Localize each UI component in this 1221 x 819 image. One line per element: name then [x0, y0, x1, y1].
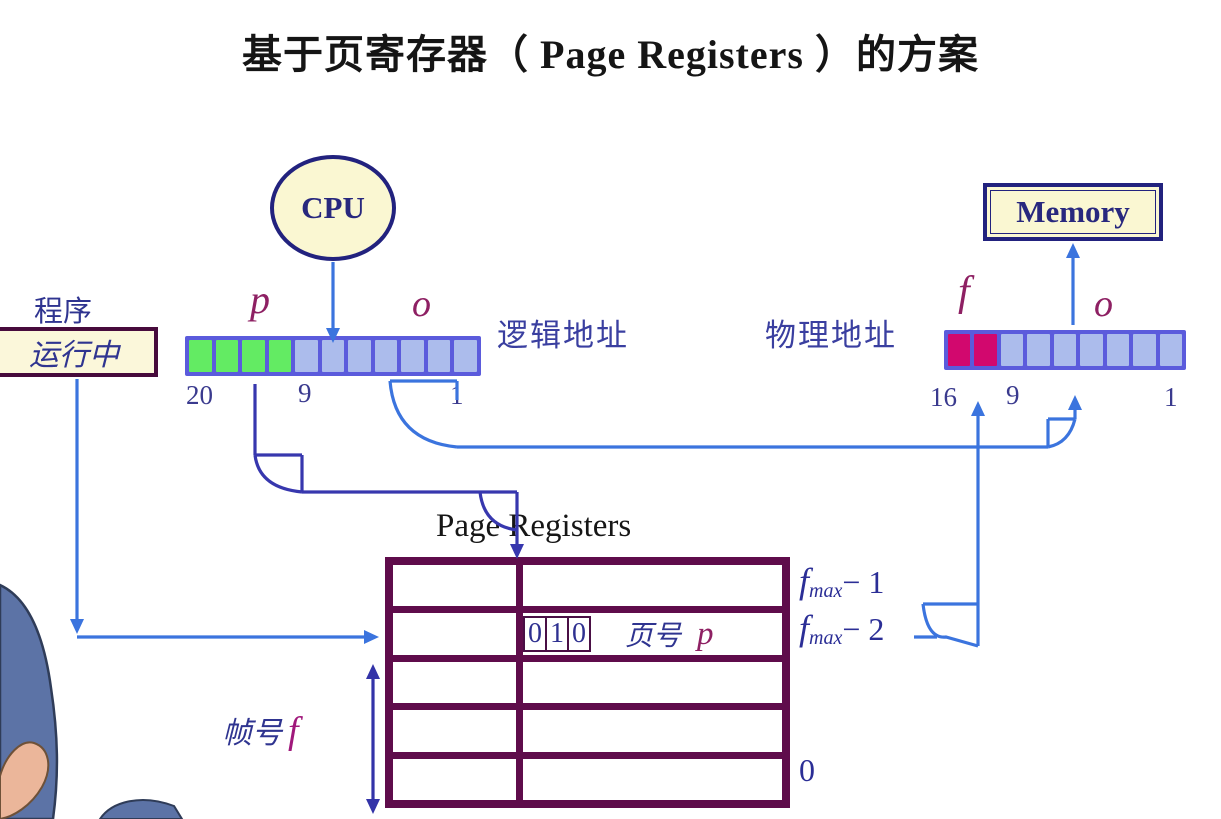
offset-cell	[1080, 334, 1103, 366]
physical-bit-mark-16: 16	[930, 382, 957, 412]
frame-field-label: f	[958, 269, 970, 315]
memory-node: Memory	[983, 183, 1163, 241]
logical-bit-mark-1: 1	[450, 380, 464, 410]
table-cell	[523, 758, 782, 800]
presenter-sleeve	[98, 799, 184, 819]
entry-bit: 1	[545, 616, 569, 653]
offset-cell	[295, 340, 318, 372]
frame-zero-label: 0	[799, 752, 815, 788]
offset-cell	[1106, 334, 1130, 366]
physical-address-register	[944, 330, 1186, 370]
fmax-minus-2-label: fmax− 2	[799, 608, 885, 650]
table-cell	[393, 613, 516, 655]
physical-bit-mark-1: 1	[1164, 382, 1178, 412]
physical-address-label: 物理地址	[765, 318, 897, 353]
logical-address-register	[185, 336, 481, 376]
memory-label: Memory	[1016, 194, 1130, 229]
offset-cell	[454, 340, 478, 372]
physical-to-memory-arrow	[1066, 243, 1080, 325]
offset-cell	[1053, 334, 1077, 366]
offset-cell	[427, 340, 451, 372]
logical-address-label: 逻辑地址	[497, 318, 629, 353]
offset-to-physical-arrow	[388, 379, 1082, 449]
page-registers-table: 0 1 0 页号 p	[385, 557, 790, 808]
page-cell	[215, 340, 239, 372]
table-cell	[393, 710, 516, 752]
offset-cell	[401, 340, 424, 372]
page-cell	[268, 340, 292, 372]
table-cell	[523, 710, 782, 752]
physical-bit-mark-9: 9	[1006, 380, 1020, 410]
frame-to-physical-arrow	[914, 401, 985, 648]
offset-cell	[1159, 334, 1182, 366]
program-to-table-arrow	[70, 379, 379, 644]
logical-bit-mark-20: 20	[186, 380, 213, 410]
table-cell	[393, 565, 516, 607]
offset-cell	[1000, 334, 1024, 366]
cpu-label: CPU	[301, 190, 365, 225]
frame-cell	[974, 334, 997, 366]
page-cell	[189, 340, 212, 372]
page-number-symbol: p	[697, 615, 714, 652]
table-cell	[393, 758, 516, 800]
slide-title: 基于页寄存器（ Page Registers ）的方案	[242, 32, 979, 77]
page-field-label: p	[250, 277, 270, 322]
frame-number-extent-arrow	[366, 664, 380, 814]
offset-cell	[374, 340, 398, 372]
cpu-to-logical-arrow	[326, 262, 340, 343]
table-cell	[523, 565, 782, 607]
table-entry-cell: 0 1 0 页号 p	[523, 613, 782, 655]
offset-field-label-logical: o	[412, 283, 431, 325]
offset-cell	[1027, 334, 1050, 366]
program-status-label: 运行中	[29, 339, 119, 372]
table-cell	[523, 661, 782, 704]
entry-bit: 0	[523, 616, 547, 653]
presenter-silhouette	[0, 583, 184, 819]
frame-cell	[948, 334, 971, 366]
cpu-node: CPU	[270, 155, 396, 261]
logical-bit-mark-9: 9	[298, 378, 312, 408]
offset-field-label-physical: o	[1094, 283, 1113, 325]
offset-cell	[321, 340, 345, 372]
table-cell	[393, 661, 516, 704]
fmax-minus-1-label: fmax− 1	[799, 561, 885, 603]
program-label: 程序	[34, 296, 93, 328]
page-registers-title: Page Registers	[436, 508, 632, 544]
page-number-label: 页号	[625, 621, 682, 653]
offset-cell	[1133, 334, 1156, 366]
program-running-box: 运行中	[0, 327, 158, 377]
presenter-thumb	[0, 741, 50, 819]
offset-cell	[348, 340, 371, 372]
presenter-shoulder	[0, 583, 59, 819]
entry-bit: 0	[567, 616, 591, 653]
page-cell	[242, 340, 265, 372]
